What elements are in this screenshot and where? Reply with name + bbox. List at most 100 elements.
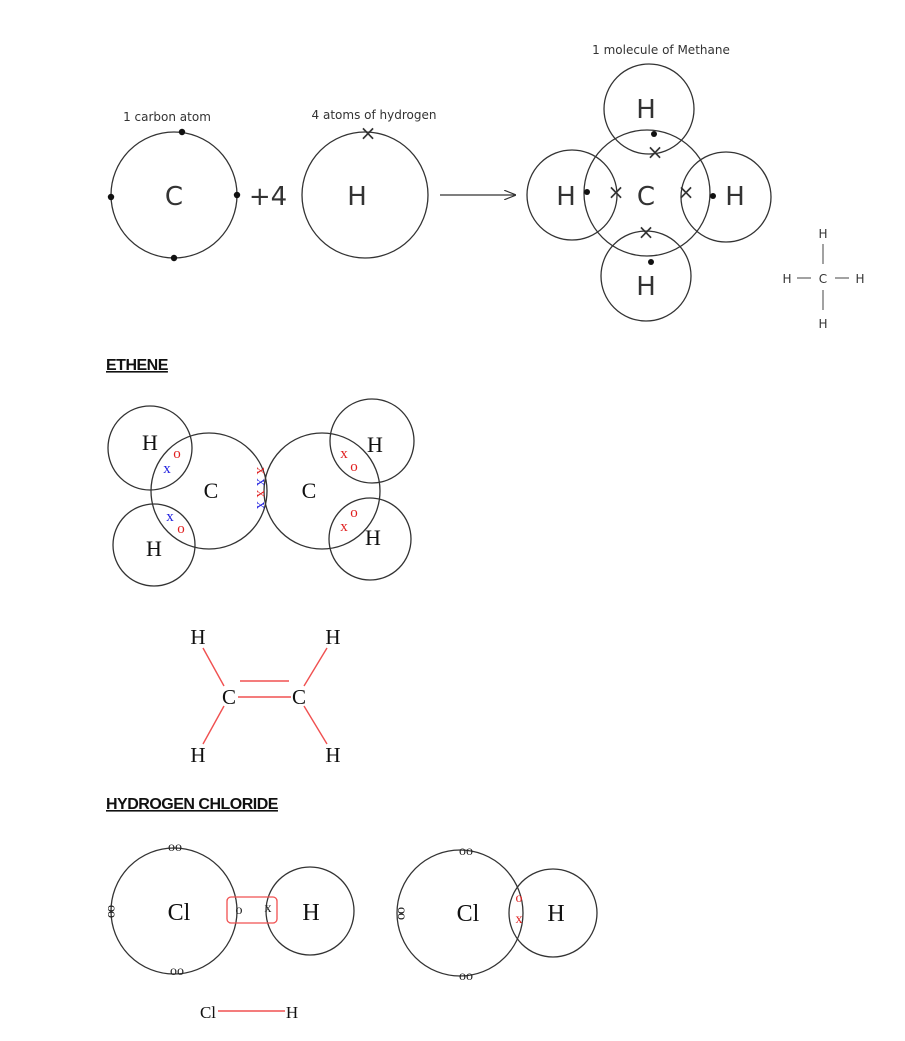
atom-h: H bbox=[325, 743, 340, 767]
hydrogen-shell bbox=[526, 149, 618, 241]
bond bbox=[303, 705, 328, 745]
electron-o: o bbox=[350, 459, 358, 475]
lone-pair: oo bbox=[394, 907, 409, 920]
ethene-dot-cross: H H C C H H o x x o xxxx x o o x bbox=[107, 398, 415, 587]
methane-structural-formula: H H C H H bbox=[782, 227, 864, 331]
lone-pair: oo bbox=[459, 969, 473, 984]
hydrogen-symbol: H bbox=[636, 95, 656, 125]
ethene-structural-formula: H H C C H H bbox=[190, 625, 340, 767]
hydrogen-shell bbox=[107, 405, 193, 491]
carbon-symbol: C bbox=[204, 478, 219, 503]
hydrogen-shell bbox=[680, 151, 772, 243]
electron-o: o bbox=[516, 891, 523, 906]
electron-dot bbox=[107, 193, 115, 201]
electron-x: x bbox=[265, 901, 272, 916]
carbon-symbol: C bbox=[165, 182, 183, 212]
hydrogen-atom: 4 atoms of hydrogen H × bbox=[301, 108, 437, 259]
atom-h: H bbox=[190, 743, 205, 767]
chlorine-shell bbox=[110, 847, 238, 975]
hcl-before-bonding: Cl H oo oo oo o x bbox=[104, 840, 355, 979]
hydrogen-symbol: H bbox=[347, 182, 367, 212]
electron-x: x bbox=[253, 479, 269, 491]
lone-pair: oo bbox=[104, 905, 119, 918]
electron-x: x bbox=[166, 509, 174, 525]
bond bbox=[303, 647, 328, 687]
hydrogen-symbol: H bbox=[547, 901, 564, 927]
carbon-symbol: C bbox=[302, 478, 317, 503]
lone-pair: oo bbox=[170, 964, 184, 979]
carbon-atom-label: 1 carbon atom bbox=[123, 110, 211, 124]
electron-x: x bbox=[253, 467, 269, 479]
electron-o: o bbox=[236, 903, 243, 918]
bond bbox=[202, 647, 225, 687]
carbon-shell bbox=[583, 129, 711, 257]
hcl-after-bonding: Cl H oo oo oo o x bbox=[394, 844, 598, 984]
chlorine-shell bbox=[396, 849, 524, 977]
electron-dot bbox=[651, 131, 657, 137]
electron-x: x bbox=[163, 461, 171, 477]
chlorine-symbol: Cl bbox=[457, 901, 480, 927]
ethene-heading: ETHENE bbox=[106, 357, 169, 374]
hydrogen-shell bbox=[265, 866, 355, 956]
hydrogen-symbol: H bbox=[636, 272, 656, 302]
hydrogen-shell bbox=[301, 131, 429, 259]
hydrogen-shell bbox=[328, 497, 412, 581]
chlorine-symbol: Cl bbox=[168, 900, 191, 926]
electron-o: o bbox=[177, 521, 185, 537]
hydrogen-shell bbox=[329, 398, 415, 484]
electron-cross: × bbox=[647, 140, 664, 164]
atom-h: H bbox=[190, 625, 205, 649]
atom-c: C bbox=[222, 685, 236, 709]
hcl-structural-formula: Cl H bbox=[200, 1003, 298, 1022]
electron-dot bbox=[178, 128, 186, 136]
methane-label: 1 molecule of Methane bbox=[592, 43, 730, 57]
atom-h: H bbox=[325, 625, 340, 649]
methane-molecule: 1 molecule of Methane C H H H H × × × × bbox=[526, 43, 772, 322]
electron-o: o bbox=[350, 505, 358, 521]
atom-h: H bbox=[855, 272, 864, 286]
hydrogen-shell bbox=[603, 63, 695, 155]
electron-cross: × bbox=[678, 180, 695, 204]
lone-pair: oo bbox=[168, 840, 182, 855]
hydrogen-shell bbox=[112, 503, 196, 587]
electron-dot bbox=[648, 259, 654, 265]
carbon-atom: 1 carbon atom C bbox=[107, 110, 241, 262]
atom-h: H bbox=[818, 227, 827, 241]
hydrogen-symbol: H bbox=[302, 900, 319, 926]
carbon-shell bbox=[263, 432, 381, 550]
hydrogen-symbol: H bbox=[556, 182, 576, 212]
hydrogen-atom-label: 4 atoms of hydrogen bbox=[312, 108, 437, 122]
electron-x: x bbox=[516, 912, 523, 927]
electron-dot bbox=[584, 189, 590, 195]
carbon-symbol: C bbox=[637, 182, 655, 212]
carbon-shell bbox=[150, 432, 268, 550]
plus-four: +4 bbox=[249, 182, 287, 212]
hydrogen-shell bbox=[508, 868, 598, 958]
electron-x: x bbox=[340, 519, 348, 535]
hydrogen-shell bbox=[600, 230, 692, 322]
hydrogen-symbol: H bbox=[367, 432, 383, 457]
atom-h: H bbox=[818, 317, 827, 331]
hydrogen-symbol: H bbox=[146, 536, 162, 561]
electron-x: x bbox=[340, 446, 348, 462]
bond bbox=[202, 705, 225, 745]
lone-pair: oo bbox=[459, 844, 473, 859]
electron-dot bbox=[170, 254, 178, 262]
electron-o: o bbox=[173, 446, 181, 462]
shared-electron-column: xxxx bbox=[253, 467, 269, 513]
bonding-electrons-highlight bbox=[226, 896, 278, 924]
atom-c: C bbox=[819, 272, 827, 286]
electron-dot bbox=[233, 191, 241, 199]
electron-cross: × bbox=[638, 220, 655, 244]
electron-x: x bbox=[253, 502, 269, 514]
atom-cl: Cl bbox=[200, 1003, 216, 1022]
hydrogen-chloride-heading: HYDROGEN CHLORIDE bbox=[106, 796, 279, 813]
hydrogen-symbol: H bbox=[142, 430, 158, 455]
electron-dot bbox=[710, 193, 716, 199]
atom-c: C bbox=[292, 685, 306, 709]
hydrogen-symbol: H bbox=[725, 182, 745, 212]
electron-cross: × bbox=[360, 121, 377, 145]
electron-cross: × bbox=[608, 180, 625, 204]
